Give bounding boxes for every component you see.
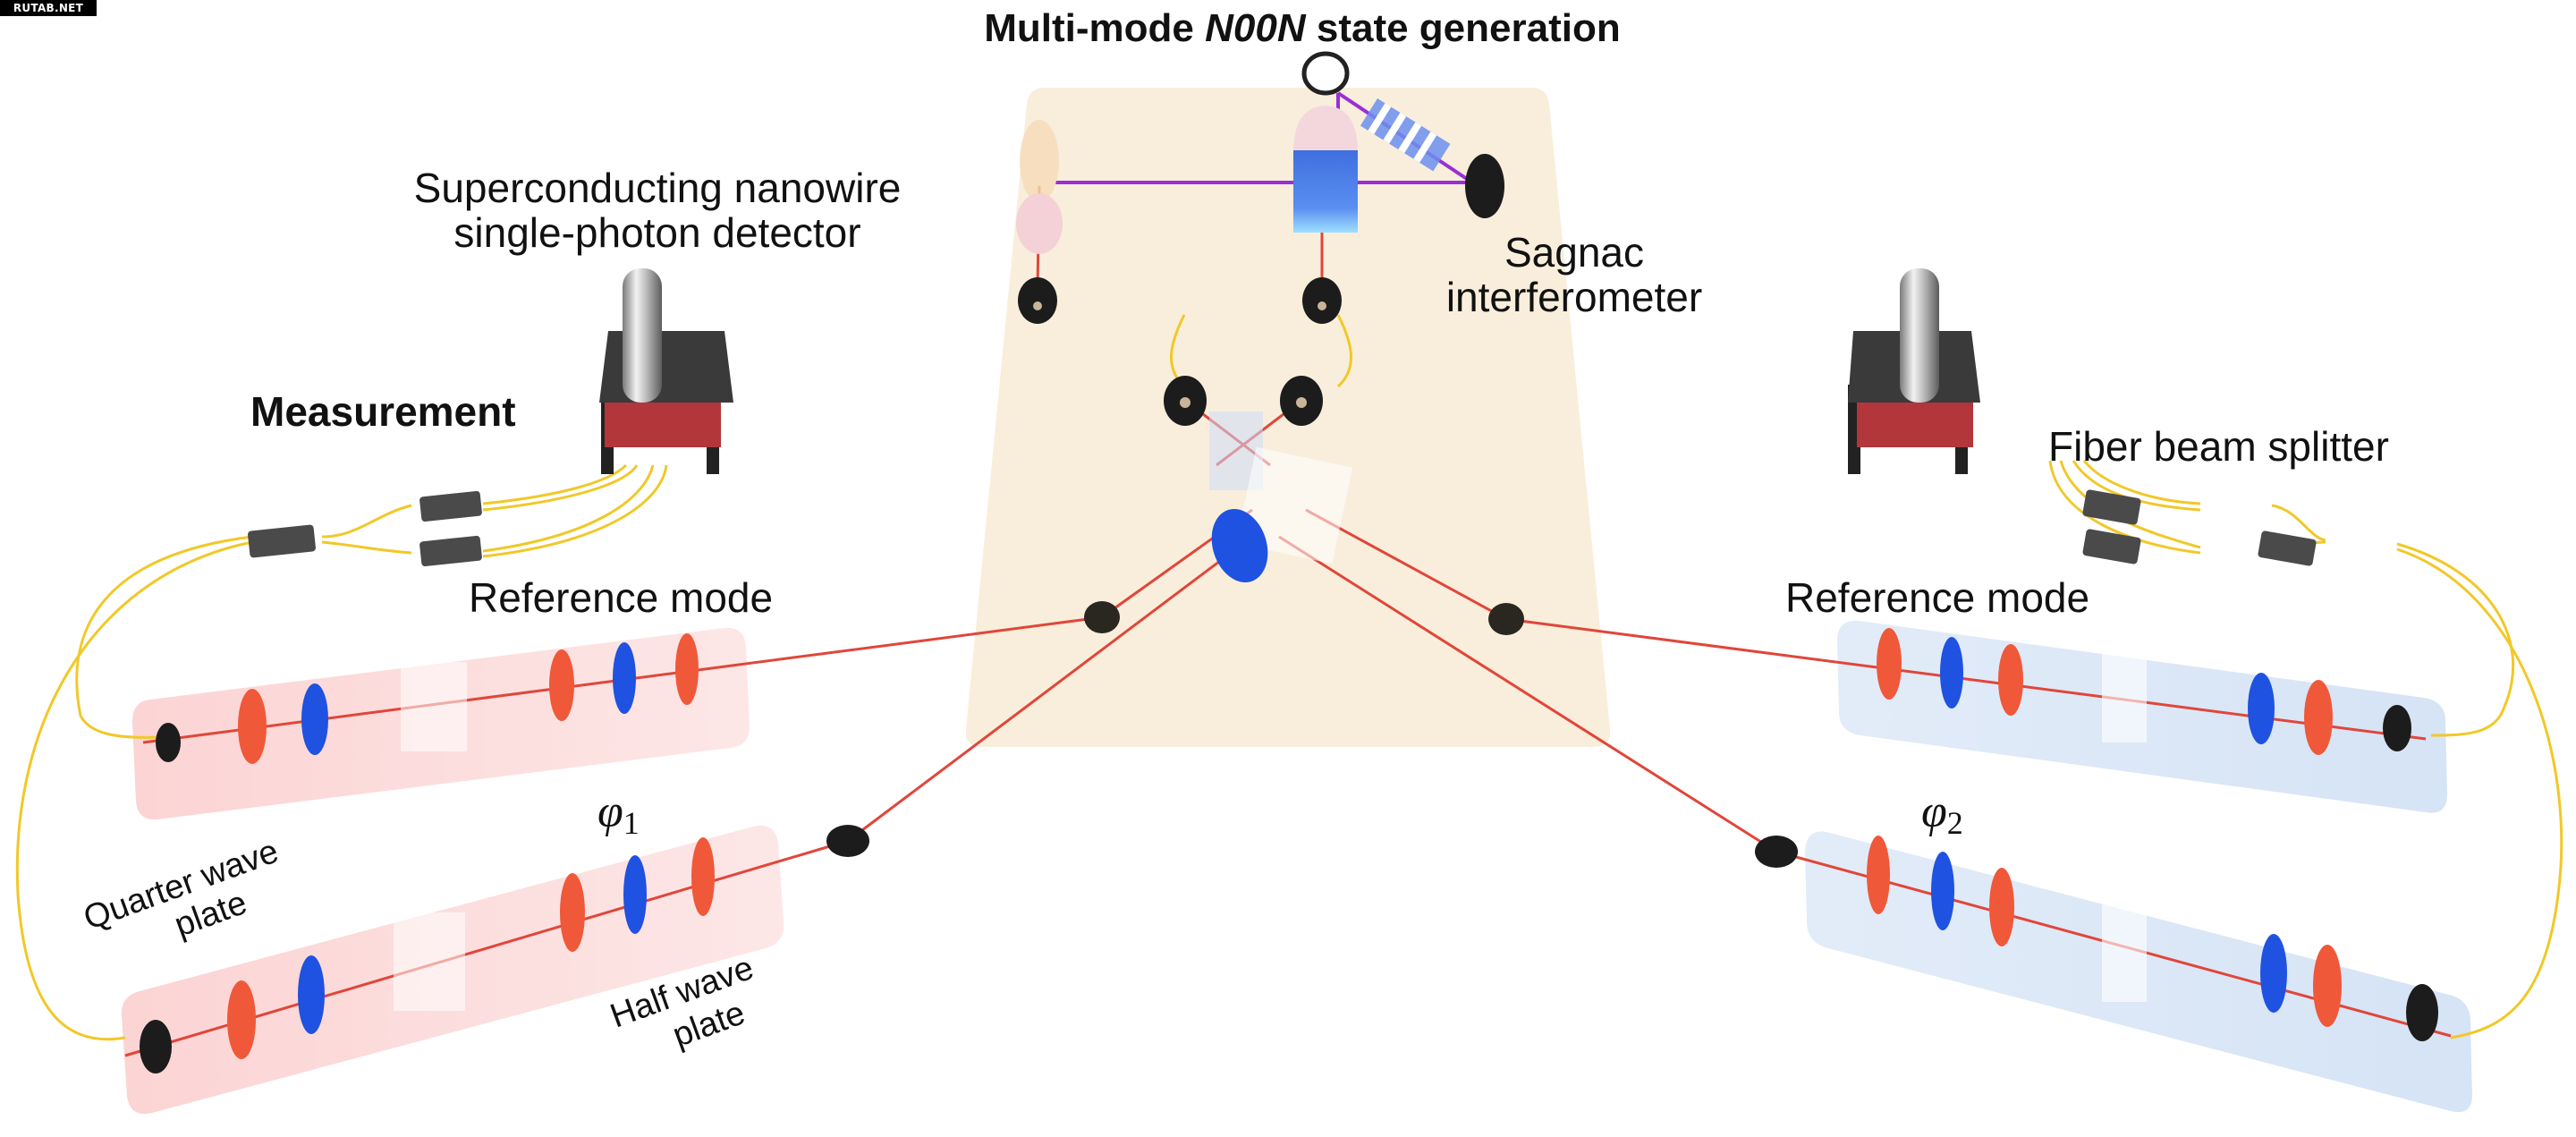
- quarter-wave-plate: [1998, 644, 2023, 716]
- pump-dichroic: [1020, 120, 1059, 202]
- half-wave-plate: [2248, 673, 2275, 744]
- fiber-collimator: [2406, 984, 2438, 1041]
- half-wave-plate: [2260, 934, 2287, 1013]
- half-wave-plate: [1940, 637, 1963, 709]
- half-wave-plate: [623, 855, 647, 934]
- label-measurement: Measurement: [250, 388, 516, 435]
- left-phi1-optics: [140, 837, 715, 1073]
- sagnac-pbs: [1293, 150, 1358, 233]
- label-phi1: φ1: [597, 786, 640, 841]
- fiber-coupler-2: [1302, 277, 1342, 324]
- label-reference-mode-right: Reference mode: [1785, 574, 2089, 621]
- top-mirror: [1301, 51, 1350, 96]
- polarizing-beam-displacer: [2102, 895, 2147, 1002]
- quarter-wave-plate: [691, 837, 715, 916]
- right-snspd-detector: [1848, 268, 1980, 474]
- figure-title: Multi-mode N00N state generation: [984, 6, 1620, 50]
- half-wave-plate: [1931, 852, 1954, 930]
- quarter-wave-plate: [227, 980, 256, 1059]
- right-phi2-optics: [1867, 836, 2438, 1041]
- sagnac-components: [826, 51, 1798, 868]
- left-reference-optics: [156, 633, 699, 764]
- quarter-wave-plate: [2313, 945, 2342, 1027]
- fiber-collimator: [2383, 705, 2411, 751]
- central-half-wave-plate: [1211, 508, 1268, 583]
- label-reference-mode-left: Reference mode: [469, 574, 773, 621]
- label-sagnac-line1: Sagnac: [1504, 229, 1644, 276]
- beam-displacer-2: [1235, 446, 1353, 564]
- ppktp-crystal: [1360, 98, 1451, 172]
- watermark: RUTAB.NET: [0, 0, 97, 16]
- half-wave-plate: [613, 642, 636, 714]
- label-detector-line2: single-photon detector: [453, 209, 860, 256]
- half-wave-plate: [301, 683, 328, 755]
- quarter-wave-plate: [238, 689, 267, 764]
- quarter-wave-plate: [2304, 680, 2333, 755]
- polarizing-beam-displacer: [401, 662, 467, 751]
- right-fiber-beam-splitters: [2082, 489, 2317, 566]
- left-snspd-detector: [599, 268, 733, 474]
- polarizing-beam-displacer: [2102, 649, 2147, 742]
- label-detector-line1: Superconducting nanowire: [414, 165, 902, 211]
- mirror-right-phi2: [1755, 836, 1798, 868]
- quarter-wave-plate: [549, 649, 574, 721]
- label-quarter-wave-plate: Quarter wave plate: [79, 833, 284, 945]
- quarter-wave-plate: [560, 873, 585, 952]
- left-fiber-beam-splitters: [248, 490, 482, 567]
- mirror-left-ref: [1084, 601, 1120, 633]
- half-wave-plate: [298, 955, 325, 1034]
- fiber-collimator: [140, 1020, 172, 1073]
- fibers: [15, 314, 2563, 1041]
- right-reference-optics: [1877, 628, 2411, 755]
- mirror-right-ref: [1488, 603, 1524, 635]
- quarter-wave-plate: [675, 633, 699, 705]
- sagnac-mirror: [1465, 154, 1504, 218]
- mirror-left-phi1: [826, 825, 869, 857]
- polarizing-beam-displacer: [394, 912, 465, 1011]
- pump-filter: [1016, 193, 1063, 254]
- dichroic-mirror-dome: [1293, 106, 1358, 152]
- quarter-wave-plate: [1877, 628, 1902, 700]
- quarter-wave-plate: [1989, 868, 2014, 946]
- label-sagnac-line2: interferometer: [1446, 274, 1702, 320]
- fiber-collimator: [156, 723, 181, 762]
- label-phi2: φ2: [1921, 786, 1963, 841]
- quarter-wave-plate: [1867, 836, 1890, 914]
- fiber-coupler-1: [1018, 277, 1057, 324]
- label-fiber-beam-splitter: Fiber beam splitter: [2048, 423, 2389, 470]
